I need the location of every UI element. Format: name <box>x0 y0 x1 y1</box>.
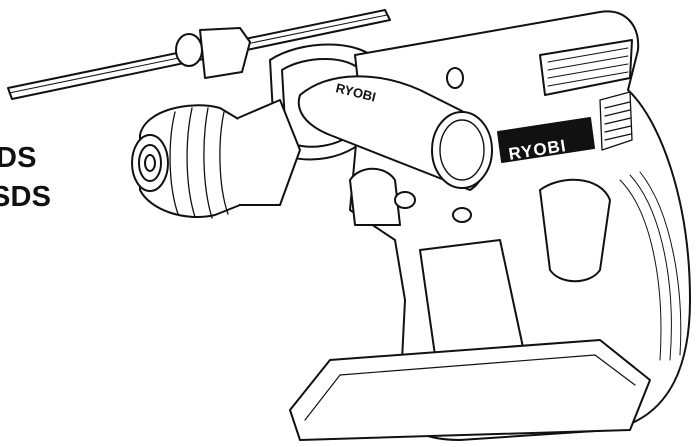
product-label-line-2: SDS <box>0 181 52 213</box>
depth-stop-rod <box>7 9 391 100</box>
product-label-line-1: DS <box>0 142 37 174</box>
sds-chuck <box>131 99 301 219</box>
brand-badge: RYOBI <box>497 117 595 164</box>
side-handle: RYOBI <box>297 75 493 191</box>
mode-selector <box>349 67 472 226</box>
